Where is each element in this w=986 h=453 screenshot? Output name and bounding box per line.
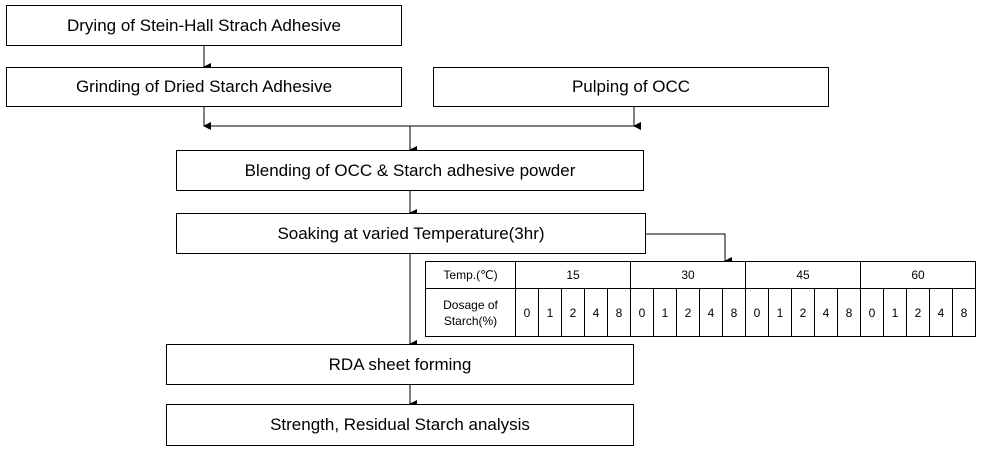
step-rda-label: RDA sheet forming xyxy=(328,354,472,374)
dosage-cell: 4 xyxy=(584,288,608,337)
dosage-cell: 1 xyxy=(883,288,907,337)
dosage-cell: 0 xyxy=(515,288,539,337)
arrow-soaking-to-table xyxy=(646,233,732,265)
step-pulping-label: Pulping of OCC xyxy=(571,77,691,96)
step-blending-label: Blending of OCC & Starch adhesive powder xyxy=(244,160,576,180)
dosage-cell: 1 xyxy=(538,288,562,337)
step-soaking-label: Soaking at varied Temperature(3hr) xyxy=(277,223,545,243)
dosage-cell: 8 xyxy=(837,288,861,337)
step-soaking: Soaking at varied Temperature(3hr) xyxy=(176,213,646,254)
dosage-cell: 8 xyxy=(952,288,976,337)
dosage-cell: 8 xyxy=(722,288,746,337)
dosage-cell: 1 xyxy=(768,288,792,337)
temp-60: 60 xyxy=(860,261,976,289)
temp-30: 30 xyxy=(630,261,746,289)
dosage-cell: 8 xyxy=(607,288,631,337)
temp-15: 15 xyxy=(515,261,631,289)
step-rda: RDA sheet forming xyxy=(166,344,634,385)
dosage-cell: 4 xyxy=(699,288,723,337)
step-drying: Drying of Stein-Hall Strach Adhesive xyxy=(6,5,402,46)
dosage-cell: 1 xyxy=(653,288,677,337)
dosage-cell: 4 xyxy=(814,288,838,337)
step-analysis-label: Strength, Residual Starch analysis xyxy=(270,415,530,434)
dosage-cell: 2 xyxy=(676,288,700,337)
dosage-header: Dosage of Starch(%) xyxy=(425,288,516,337)
step-pulping: Pulping of OCC xyxy=(433,67,829,107)
temperature-row: Temp.(℃) 15 30 45 60 xyxy=(425,261,976,289)
dosage-cell: 2 xyxy=(791,288,815,337)
dosage-cell: 4 xyxy=(929,288,953,337)
dosage-header-line2: Starch(%) xyxy=(443,313,498,328)
dosage-cell: 0 xyxy=(630,288,654,337)
dosage-header-line1: Dosage of xyxy=(443,297,498,312)
step-analysis: Strength, Residual Starch analysis xyxy=(166,404,634,446)
step-blending: Blending of OCC & Starch adhesive powder xyxy=(176,150,644,191)
dosage-cell: 0 xyxy=(860,288,884,337)
temp-45: 45 xyxy=(745,261,861,289)
step-drying-label: Drying of Stein-Hall Strach Adhesive xyxy=(66,15,342,35)
dosage-row: Dosage of Starch(%) 0 1 2 4 8 0 1 2 4 8 … xyxy=(425,288,976,337)
conditions-table: Temp.(℃) 15 30 45 60 Dosage of Starch(%)… xyxy=(425,261,976,337)
dosage-cell: 0 xyxy=(745,288,769,337)
dosage-cell: 2 xyxy=(561,288,585,337)
temp-header: Temp.(℃) xyxy=(425,261,516,289)
step-grinding: Grinding of Dried Starch Adhesive xyxy=(6,67,402,107)
dosage-cell: 2 xyxy=(906,288,930,337)
step-grinding-label: Grinding of Dried Starch Adhesive xyxy=(75,77,333,96)
